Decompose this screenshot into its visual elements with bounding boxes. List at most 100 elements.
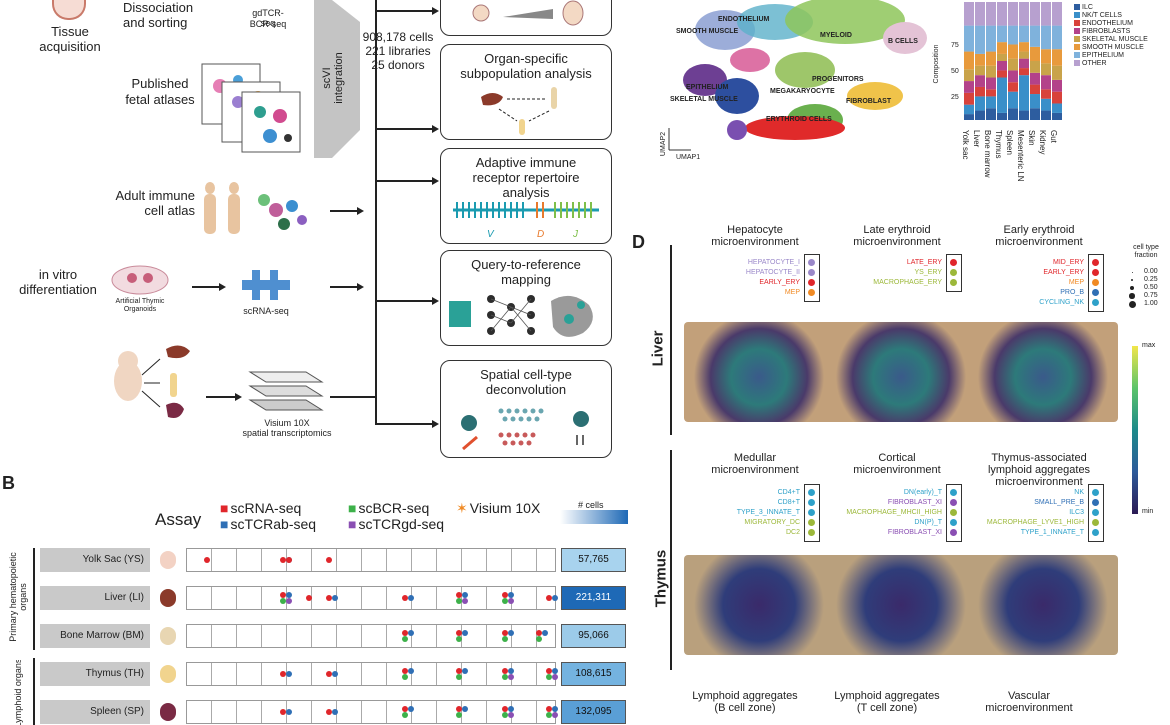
assay-dot [542, 630, 548, 636]
assay-dot [402, 636, 408, 642]
cell-count: 57,765 [561, 548, 626, 572]
assay-dot [286, 671, 292, 677]
celltype-row: FIBROBLAST_XI [887, 499, 942, 506]
stack-segment [1008, 25, 1018, 45]
celltype-row: CYCLING_NK [1039, 299, 1084, 306]
adaptive-box: Adaptive immune receptor repertoire anal… [440, 148, 612, 244]
color-legend-min: min [1142, 508, 1154, 515]
celltype-row: EARLY_ERY [759, 279, 800, 286]
connector-spatial [330, 396, 375, 398]
celltype-row: HEPATOCYTE_I [747, 259, 800, 266]
celltype-frame [804, 484, 820, 542]
microenv-title-line: (B cell zone) [714, 702, 776, 714]
size-legend-dot [1128, 300, 1136, 308]
celltype-row: SMALL_PRE_B [1034, 499, 1084, 506]
organ-tick-label: Liver [972, 130, 981, 148]
microenv-title-line: Thymus-associated [991, 452, 1087, 464]
assay-dot [536, 630, 542, 636]
stack-segment [997, 112, 1007, 120]
assay-dot [408, 630, 414, 636]
stat-donors: 25 donors [371, 58, 425, 72]
published-label-2: fetal atlases [125, 92, 195, 107]
assay-dot [502, 668, 508, 674]
assay-dot [456, 592, 462, 598]
size-legend-value: 1.00 [1144, 300, 1158, 307]
arrow-query [375, 297, 439, 304]
celltype-dot [1092, 279, 1099, 286]
umap-label-smooth-muscle: SMOOTH MUSCLE [676, 28, 739, 35]
adult-atlas-label-2: cell atlas [144, 203, 195, 218]
stack-segment [1052, 91, 1062, 104]
visium-slides-icon [248, 371, 324, 411]
celltype-dot [808, 529, 815, 536]
microenv-title-line: Early erythroid [1003, 224, 1075, 236]
assay-dot [502, 630, 508, 636]
stack-segment [1030, 2, 1040, 26]
legend-label: ILC [1082, 4, 1093, 11]
assay-dot [508, 674, 514, 680]
assay-row-grid [186, 548, 556, 572]
adaptive-title-2: receptor repertoire [472, 170, 580, 185]
assay-dot [402, 712, 408, 718]
tissue-section [684, 322, 834, 422]
legend-swatch [1074, 4, 1080, 11]
umap-label-endothelium: ENDOTHELIUM [718, 16, 770, 23]
tissue-section [968, 555, 1118, 655]
legend-item: SMOOTH MUSCLE [1074, 44, 1144, 52]
celltype-row: MACROPHAGE_MHCII_HIGH [846, 509, 942, 516]
stack-segment [1041, 63, 1051, 76]
celltype-row: CD4+T [777, 489, 800, 496]
scvi-label: scVI integration [315, 40, 351, 114]
assay-dot [332, 709, 338, 715]
seq-line-1: gdTCR-seq [252, 8, 284, 28]
stack-segment [1041, 75, 1051, 90]
legend-item: SKELETAL MUSCLE [1074, 36, 1148, 44]
celltype-row: LATE_ERY [906, 259, 942, 266]
in-vitro-label: in vitro differentiation [18, 267, 98, 297]
assay-dot [546, 668, 552, 674]
development-icon [472, 0, 584, 26]
celltype-row: DN(P)_T [914, 519, 942, 526]
stack-segment [1008, 58, 1018, 71]
assay-dot [552, 668, 558, 674]
stack-segment [1008, 108, 1018, 120]
organ-tick-label: Yolk sac [961, 130, 970, 160]
celltype-dot [808, 259, 815, 266]
celltype-row: MEP [1068, 279, 1084, 286]
stack-segment [1019, 25, 1029, 43]
cell-count: 108,615 [561, 662, 626, 686]
arrow-adult [330, 207, 364, 214]
size-legend-dot [1131, 271, 1133, 273]
assay-legend-item: ✶Visium 10X [456, 500, 540, 517]
arrow-organ [375, 125, 439, 132]
assay-dot [502, 598, 508, 604]
tissue-section [826, 322, 976, 422]
assay-legend-item: ■scTCRab-seq [220, 516, 316, 532]
stack-segment [964, 92, 974, 105]
adult-atlas-label: Adult immune cell atlas [95, 188, 195, 218]
microenv-title-line: Late erythroid [863, 224, 931, 236]
legend-item: FIBROBLASTS [1074, 28, 1130, 36]
umap-label-skeletal-muscle: SKELETAL MUSCLE [670, 96, 738, 103]
size-legend-title: cell type fraction [1128, 244, 1164, 260]
organ-tick-label: Skin [1027, 130, 1036, 146]
organ-tick-label: Mesenteric LN [1016, 130, 1025, 182]
celltype-row: MIGRATORY_DC [744, 519, 800, 526]
organ-icon [160, 627, 176, 645]
microenv-title-line: Vascular [1008, 690, 1050, 702]
celltype-dot [1092, 489, 1099, 496]
umap-label-megakaryocyte: MEGAKARYOCYTE [770, 88, 835, 95]
legend-swatch [1074, 20, 1080, 27]
stack-segment [964, 51, 974, 70]
assay-dot [286, 557, 292, 563]
assay-dot [462, 706, 468, 712]
legend-item: ENDOTHELIUM [1074, 20, 1133, 28]
adult-atlas-label-1: Adult immune [115, 188, 195, 203]
stack-segment [1052, 2, 1062, 26]
dissociation-label: Dissociation and sorting [123, 0, 194, 30]
umap-label-erythroid: ERYTHROID CELLS [766, 116, 832, 123]
legend-swatch [1074, 60, 1080, 67]
celltype-dot [1092, 499, 1099, 506]
